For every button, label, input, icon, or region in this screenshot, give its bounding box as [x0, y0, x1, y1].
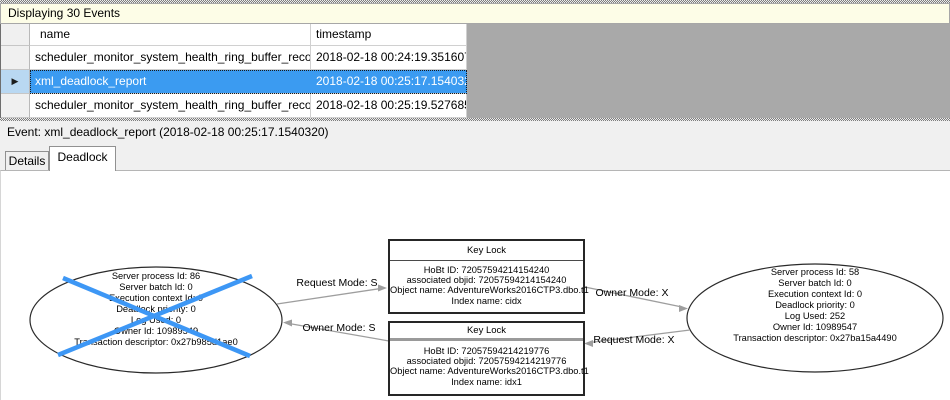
key-lock-line: associated objid: 72057594214154240: [406, 275, 567, 286]
edge-owner-s-arrowhead-icon: [283, 319, 292, 327]
other-process-line: Execution context Id: 0: [767, 289, 863, 299]
events-count-bar: Displaying 30 Events: [0, 3, 950, 24]
event-summary-bar: Event: xml_deadlock_report (2018-02-18 0…: [0, 121, 950, 144]
victim-process-line: Transaction descriptor: 0x27b985d1ae0: [74, 337, 238, 347]
key-lock-line: Index name: cidx: [451, 295, 522, 306]
cell-name[interactable]: scheduler_monitor_system_health_ring_buf…: [30, 94, 311, 118]
table-row[interactable]: scheduler_monitor_system_health_ring_buf…: [1, 46, 950, 70]
cell-name[interactable]: scheduler_monitor_system_health_ring_buf…: [30, 46, 311, 70]
key-lock-line: HoBt ID: 72057594214219776: [423, 346, 550, 356]
edge-request-x-arrowhead-icon: [584, 340, 593, 347]
grid-corner-cell: [1, 24, 30, 46]
current-row-arrow-icon: ▶: [11, 76, 19, 86]
victim-process-node-text: Server process Id: 86 Server batch Id: 0…: [36, 271, 276, 348]
column-header-timestamp[interactable]: timestamp: [311, 24, 467, 46]
victim-process-line: Log Used: 0: [130, 315, 182, 325]
other-process-node-text: Server process Id: 58 Server batch Id: 0…: [690, 267, 940, 344]
edge-request-x-line: [589, 329, 691, 344]
victim-process-line: Deadlock priority: 0: [116, 304, 196, 314]
key-lock-line: Object name: AdventureWorks2016CTP3.dbo.…: [390, 366, 589, 377]
deadlock-graph-pane: Server process Id: 86 Server batch Id: 0…: [0, 170, 950, 400]
edge-owner-x-line: [579, 285, 683, 308]
cell-name[interactable]: xml_deadlock_report: [30, 70, 311, 94]
edge-label-request-mode-x: Request Mode: X: [593, 334, 675, 346]
other-process-line: Server batch Id: 0: [778, 278, 852, 288]
tab-details[interactable]: Details: [5, 151, 49, 170]
key-lock-body: HoBt ID: 72057594214154240 associated ob…: [390, 261, 589, 306]
key-lock-node-top: Key Lock HoBt ID: 72057594214154240 asso…: [388, 239, 589, 314]
other-process-line: Log Used: 252: [784, 311, 846, 321]
victim-process-line: Owner Id: 10989549: [113, 326, 199, 336]
top-splitter[interactable]: [0, 0, 950, 3]
edge-owner-s-line: [288, 322, 390, 342]
edge-owner-x-arrowhead-icon: [679, 305, 688, 312]
edge-label-owner-mode-s: Owner Mode: S: [302, 322, 376, 334]
key-lock-line: Object name: AdventureWorks2016CTP3.dbo.…: [390, 285, 589, 296]
cell-timestamp[interactable]: 2018-02-18 00:24:19.3516078: [311, 46, 467, 70]
victim-process-line: Server process Id: 86: [111, 271, 201, 281]
key-lock-line: Index name: idx1: [451, 376, 522, 387]
victim-process-line: Server batch Id: 0: [119, 282, 193, 292]
event-summary-label: Event: xml_deadlock_report (2018-02-18 0…: [7, 125, 329, 139]
key-lock-body: HoBt ID: 72057594214219776 associated ob…: [390, 341, 589, 387]
edge-label-request-mode-s: Request Mode: S: [296, 277, 378, 289]
detail-tabstrip: Details Deadlock: [0, 144, 950, 171]
other-process-line: Server process Id: 58: [770, 267, 860, 277]
tab-deadlock[interactable]: Deadlock: [49, 146, 116, 171]
key-lock-line: associated objid: 72057594214219776: [406, 356, 567, 367]
edge-request-s-line: [276, 287, 385, 305]
events-grid: name timestamp scheduler_monitor_system_…: [0, 24, 950, 118]
row-header-cell[interactable]: [1, 94, 30, 118]
cell-timestamp[interactable]: 2018-02-18 00:25:19.5276859: [311, 94, 467, 118]
key-lock-title: Key Lock: [390, 323, 583, 341]
row-header-cell[interactable]: [1, 46, 30, 70]
table-row-selected[interactable]: ▶ xml_deadlock_report 2018-02-18 00:25:1…: [1, 70, 950, 94]
row-header-cell[interactable]: ▶: [1, 70, 30, 94]
other-process-line: Owner Id: 10989547: [772, 322, 858, 332]
other-process-node-ellipse: [686, 263, 944, 373]
other-process-line: Deadlock priority: 0: [775, 300, 855, 310]
cell-timestamp[interactable]: 2018-02-18 00:25:17.1540320: [311, 70, 467, 94]
edge-label-owner-mode-x: Owner Mode: X: [595, 287, 669, 299]
key-lock-title: Key Lock: [390, 241, 583, 261]
column-header-name[interactable]: name: [30, 24, 311, 46]
edge-request-s-arrowhead-icon: [378, 284, 387, 292]
events-count-label: Displaying 30 Events: [8, 6, 121, 20]
other-process-line: Transaction descriptor: 0x27ba15a4490: [733, 333, 897, 343]
table-row[interactable]: scheduler_monitor_system_health_ring_buf…: [1, 94, 950, 118]
grid-header-row: name timestamp: [1, 24, 950, 46]
grid-detail-splitter[interactable]: [0, 118, 950, 121]
key-lock-node-bottom: Key Lock HoBt ID: 72057594214219776 asso…: [388, 321, 589, 396]
victim-process-line: Execution context Id: 0: [108, 293, 204, 303]
key-lock-line: HoBt ID: 72057594214154240: [423, 265, 550, 275]
